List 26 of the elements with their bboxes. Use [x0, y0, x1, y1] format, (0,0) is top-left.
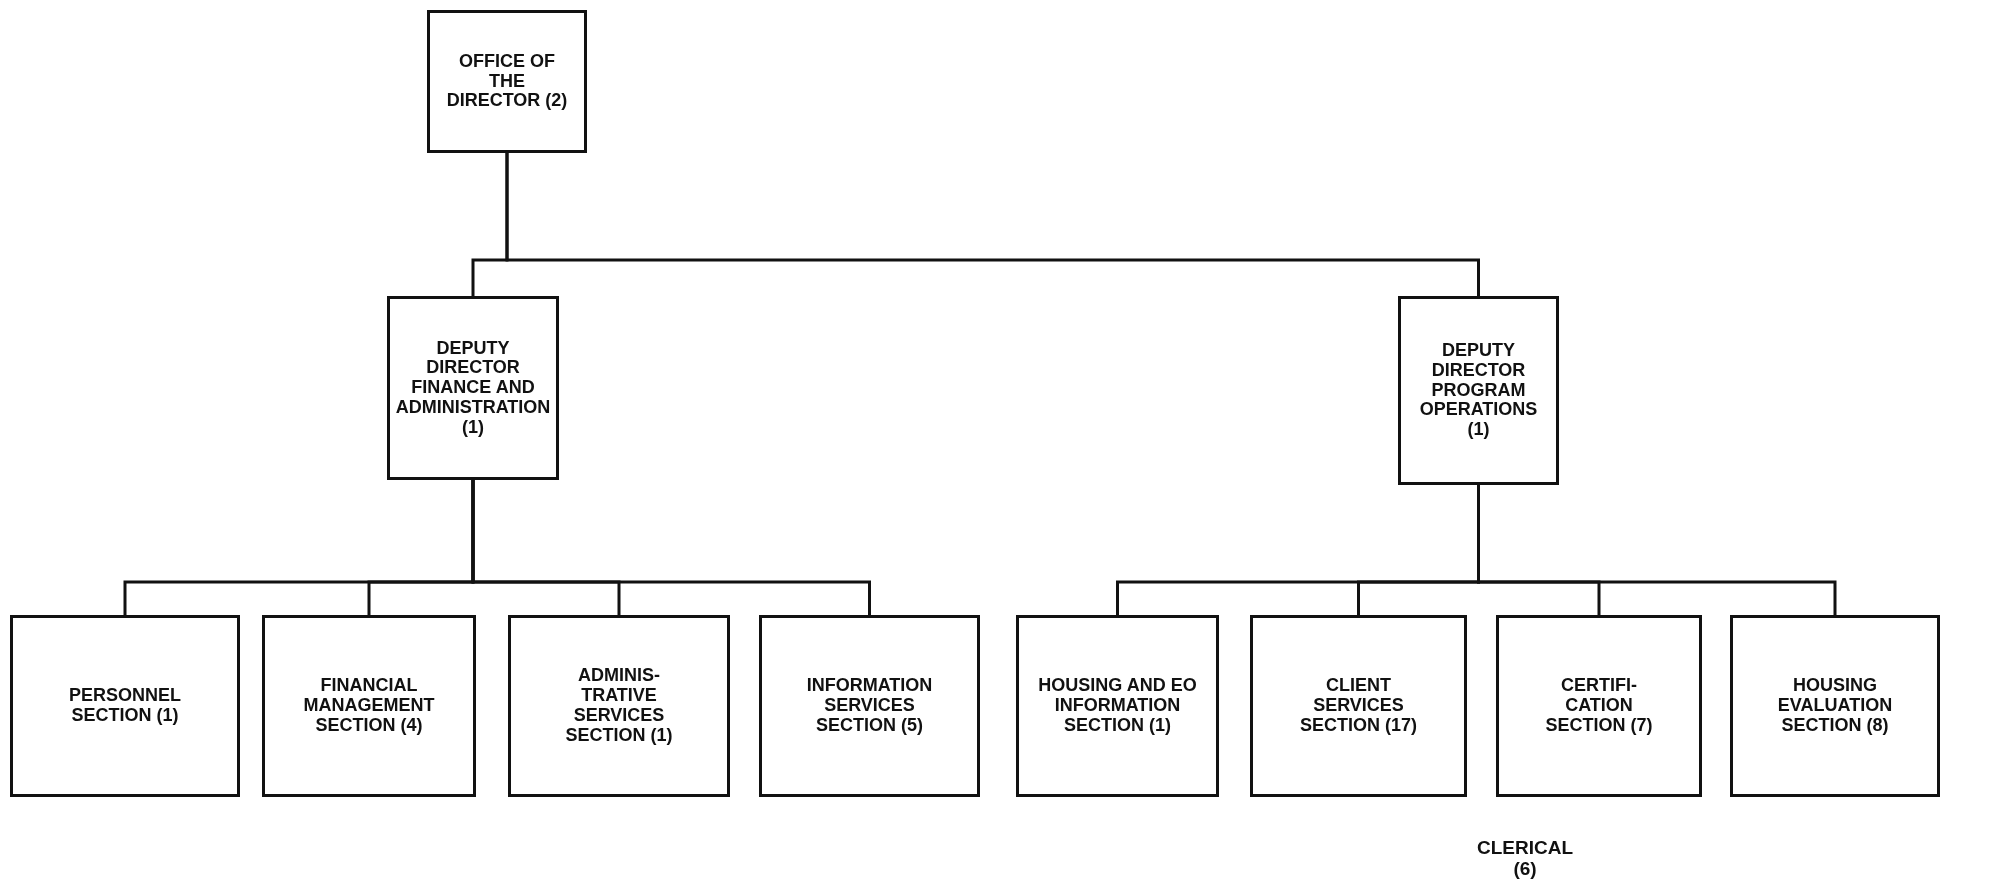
staff-note: CLERICAL (6)	[1475, 838, 1575, 880]
connector-line	[471, 480, 871, 615]
unit-name: PERSONNEL SECTION (1)	[68, 686, 182, 726]
org-box	[387, 296, 559, 480]
unit-name: OFFICE OF THE DIRECTOR (2)	[445, 51, 569, 112]
org-box	[10, 615, 240, 797]
unit-name: HOUSING AND EO INFORMATION SECTION (1)	[1037, 676, 1198, 736]
org-box	[759, 615, 980, 797]
org-box	[1730, 615, 1940, 797]
org-box	[1250, 615, 1467, 797]
org-box	[508, 615, 730, 797]
connector-line	[505, 153, 1480, 296]
unit-name: HOUSING EVALUATION SECTION (8)	[1776, 676, 1894, 736]
unit-name: FINANCIAL MANAGEMENT SECTION (4)	[302, 676, 436, 736]
org-box	[1496, 615, 1702, 797]
unit-name: ADMINIS- TRATIVE SERVICES SECTION (1)	[564, 666, 674, 746]
org-box	[427, 10, 587, 153]
connector-line	[1477, 485, 1837, 615]
unit-name: CERTIFI- CATION SECTION (7)	[1544, 676, 1654, 736]
unit-name: CLIENT SERVICES SECTION (17)	[1299, 676, 1418, 736]
unit-name: DEPUTY DIRECTOR PROGRAM OPERATIONS (1)	[1418, 341, 1539, 440]
org-box	[262, 615, 476, 797]
org-box	[1016, 615, 1219, 797]
org-box	[1398, 296, 1559, 485]
unit-name: DEPUTY DIRECTOR FINANCE AND ADMINISTRATION (1)	[394, 338, 552, 438]
unit-name: INFORMATION SERVICES SECTION (5)	[805, 676, 934, 736]
